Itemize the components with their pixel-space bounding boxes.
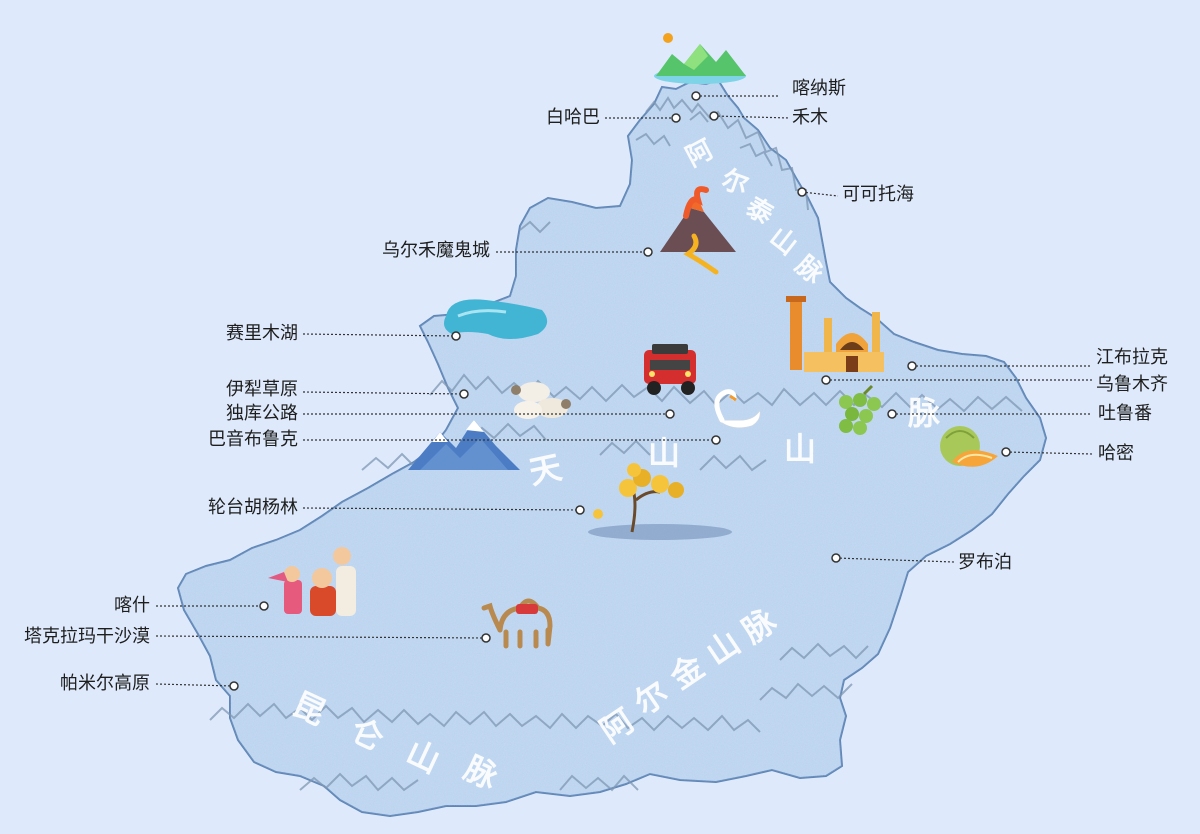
mosque-icon: [786, 296, 884, 372]
marker-keketuohai: [797, 187, 807, 197]
jeep-icon: [644, 344, 696, 395]
label-bayinbuluke[interactable]: 巴音布鲁克: [208, 429, 298, 450]
label-urumqi[interactable]: 乌鲁木齐: [1096, 374, 1168, 395]
range-label-tianshan: 天 山 山 脉: [526, 394, 941, 492]
range-tianshan-char: 脉: [908, 394, 941, 432]
marker-turpan: [887, 409, 897, 419]
label-yili[interactable]: 伊犁草原: [226, 379, 298, 400]
leader-yili: [302, 391, 465, 395]
label-lopnur[interactable]: 罗布泊: [958, 552, 1012, 573]
marker-baihaba: [671, 113, 681, 123]
marker-kashgar: [259, 601, 269, 611]
camel-icon: [481, 598, 553, 649]
label-kanas[interactable]: 喀纳斯: [792, 78, 846, 99]
people-icon: [268, 547, 356, 616]
label-luntai[interactable]: 轮台胡杨林: [208, 497, 298, 518]
leader-sayram: [302, 333, 457, 337]
label-hemu[interactable]: 禾木: [792, 107, 828, 128]
marker-bayinbuluke: [711, 435, 721, 445]
marker-taklamakan: [481, 633, 491, 643]
label-urho[interactable]: 乌尔禾魔鬼城: [382, 240, 490, 261]
marker-urumqi: [821, 375, 831, 385]
leader-hemu: [713, 115, 791, 119]
mountain-lake-icon: [654, 33, 746, 84]
marker-hami: [1001, 447, 1011, 457]
grapes-icon: [839, 384, 881, 435]
range-tianshan-char: 山: [784, 430, 816, 468]
place-markers: [229, 91, 1011, 691]
range-tianshan-char: 天: [526, 448, 565, 492]
swan-icon: [714, 389, 761, 429]
marker-kanas: [691, 91, 701, 101]
lake-icon: [444, 299, 548, 339]
label-jiangbulake[interactable]: 江布拉克: [1096, 347, 1168, 368]
region-texture: [178, 80, 1046, 816]
marker-urho: [643, 247, 653, 257]
volcano-icon: [660, 186, 736, 275]
snow-mountain-icon: [408, 420, 520, 470]
poplar-tree-icon: [588, 463, 732, 540]
melon-icon: [940, 426, 998, 467]
label-baihaba[interactable]: 白哈巴: [546, 107, 600, 128]
marker-pamir: [229, 681, 239, 691]
label-sayram[interactable]: 赛里木湖: [226, 323, 298, 344]
marker-jiangbulake: [907, 361, 917, 371]
label-taklamakan[interactable]: 塔克拉玛干沙漠: [24, 626, 150, 647]
leader-taklamakan: [155, 635, 487, 639]
leader-lines: [155, 95, 1093, 687]
label-pamir[interactable]: 帕米尔高原: [60, 673, 150, 694]
marker-luntai: [575, 505, 585, 515]
label-keketuohai[interactable]: 可可托海: [842, 184, 914, 205]
marker-hemu: [709, 111, 719, 121]
marker-yili: [459, 389, 469, 399]
marker-lopnur: [831, 553, 841, 563]
label-hami[interactable]: 哈密: [1098, 443, 1134, 464]
label-turpan[interactable]: 吐鲁番: [1098, 403, 1152, 424]
marker-sayram: [451, 331, 461, 341]
label-kashgar[interactable]: 喀什: [114, 595, 150, 616]
leader-pamir: [155, 683, 235, 687]
marker-duku: [665, 409, 675, 419]
label-duku[interactable]: 独库公路: [226, 403, 298, 424]
